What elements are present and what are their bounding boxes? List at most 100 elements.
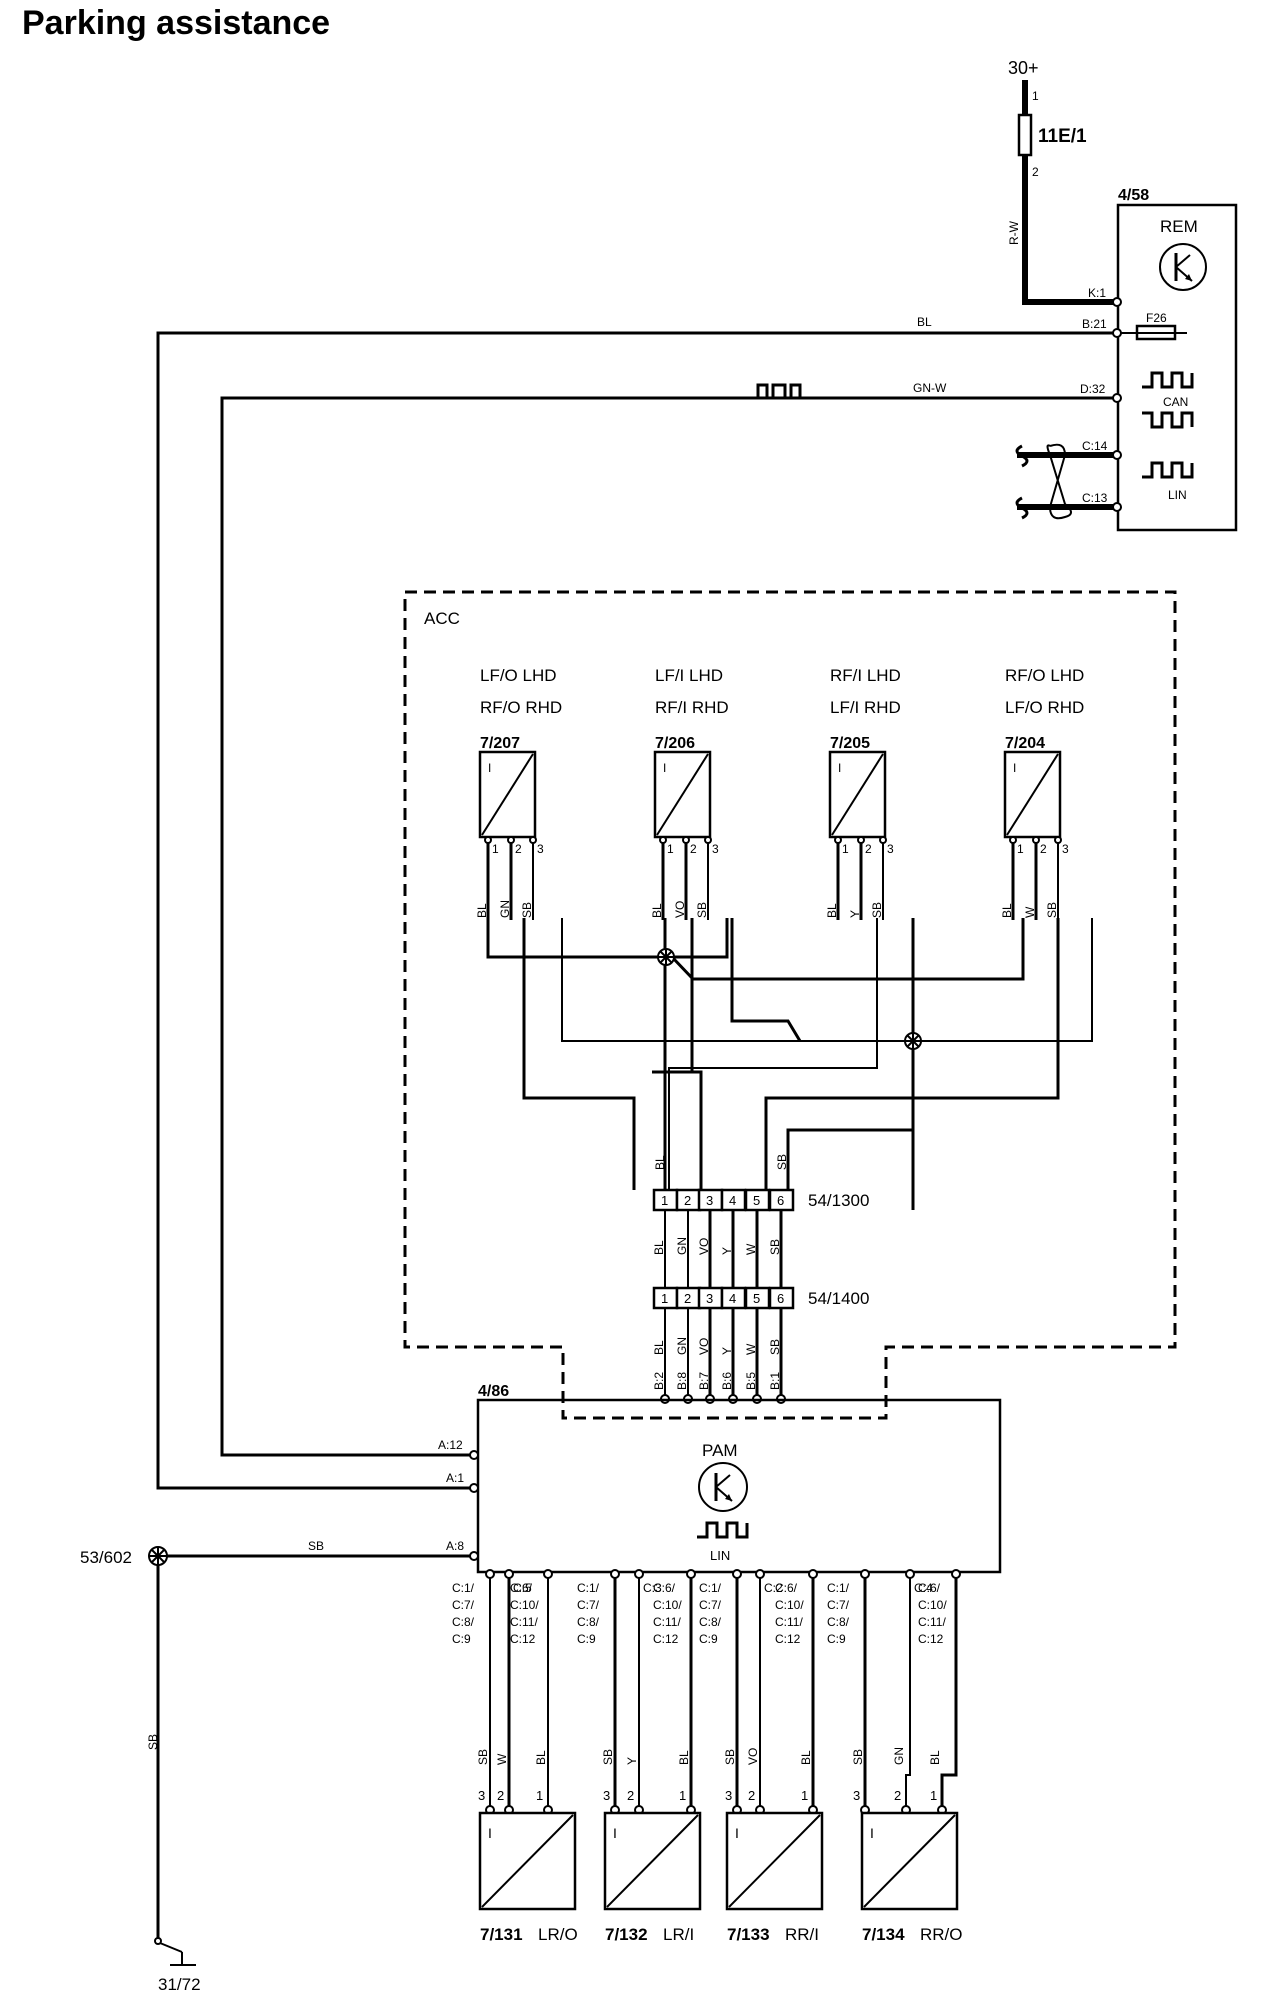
wire-label: SB [520, 902, 534, 918]
sensor-symbol-icon [728, 1814, 821, 1908]
sensor-pin-number: 3 [887, 842, 894, 856]
pam-c-pin-label: C:12 [653, 1632, 679, 1646]
sensor-position: RR/O [920, 1925, 963, 1944]
wire-label: BL [677, 1750, 691, 1765]
connector-pin-number: 5 [753, 1291, 760, 1306]
sensor-pin-number: 1 [536, 1788, 543, 1803]
lin-signal-icon [697, 1521, 749, 1539]
wire-label: W [1023, 906, 1037, 918]
sensor-pin-number: 2 [627, 1788, 634, 1803]
sensor-position: RR/I [785, 1925, 819, 1944]
sensor-position: LR/I [663, 1925, 694, 1944]
wire-label: BL [1000, 903, 1014, 918]
sensor-position-lhd: LF/I LHD [655, 666, 723, 685]
connector-id: 54/1400 [808, 1289, 869, 1308]
sensor-pin-number: 1 [1017, 842, 1024, 856]
pin-a8: A:8 [446, 1539, 464, 1553]
wire-label: SB [870, 902, 884, 918]
sensor-pin-number: 2 [515, 842, 522, 856]
sensor-pin-number: 3 [478, 1788, 485, 1803]
pam-c-pin-label: C:9 [452, 1632, 471, 1646]
pam-c-pin-label: C:12 [510, 1632, 536, 1646]
sensor-symbol-icon [481, 1814, 574, 1908]
wire-label: Y [720, 1247, 734, 1255]
wire-label-sb: SB [308, 1539, 324, 1553]
connector-pin-number: 4 [729, 1193, 736, 1208]
sensor-symbol-label: I [488, 1825, 492, 1841]
pam-c-pin-label: C:7/ [577, 1598, 600, 1612]
pam-c-pin-label: C:6/ [653, 1581, 676, 1595]
pam-c-pin-label: C:8/ [699, 1615, 722, 1629]
wire-label: SB [476, 1749, 490, 1765]
wire-label: GN [498, 900, 512, 918]
lin-label: LIN [1168, 488, 1187, 502]
can-signal-icon-wire [750, 383, 802, 400]
pam-c-pin-label: C:10/ [510, 1598, 539, 1612]
pam-c-pin-label: C:2 [764, 1581, 783, 1595]
sensor-id: 7/134 [862, 1925, 905, 1944]
pam-c-pin-label: C:5 [513, 1581, 532, 1595]
sensor-position: LR/O [538, 1925, 578, 1944]
pin-b21: B:21 [1082, 317, 1107, 331]
wire-label: BL [799, 1750, 813, 1765]
sensor-pin-number: 1 [801, 1788, 808, 1803]
sensor-symbol-label: I [613, 1825, 617, 1841]
sensor-position-rhd: LF/O RHD [1005, 698, 1084, 717]
pin-c14: C:14 [1082, 439, 1108, 453]
wire-label: Y [625, 1757, 639, 1765]
pam-c-pin-label: C:11/ [510, 1615, 538, 1629]
sensor-symbol-icon [656, 753, 709, 836]
sensor-id: 7/131 [480, 1925, 523, 1944]
pam-c-pin-label: C:11/ [653, 1615, 681, 1629]
fuse-f26-label: F26 [1146, 311, 1167, 325]
wire-label: W [744, 1343, 758, 1355]
pin-c13: C:13 [1082, 491, 1108, 505]
sensor-symbol-label: I [870, 1825, 874, 1841]
lin-signal-icon [1142, 461, 1194, 479]
supply-label: 30+ [1008, 58, 1039, 78]
connector-pin-number: 5 [753, 1193, 760, 1208]
pam-c-pin-label: C:4 [914, 1581, 933, 1595]
sensor-id: 7/207 [480, 735, 520, 752]
pam-c-pin-label: C:1/ [577, 1581, 600, 1595]
sensor-pin-number: 3 [712, 842, 719, 856]
wire-label: SB [851, 1749, 865, 1765]
rear-sensor: C:1/C:7/C:8/C:9C:3C:6/C:10/C:11/C:12SB3Y… [577, 1569, 702, 1944]
pam-pin-label: B:8 [675, 1372, 689, 1390]
pam-c-pin-label: C:8/ [577, 1615, 600, 1629]
sensor-id: 7/132 [605, 1925, 648, 1944]
rear-sensor: C:1/C:7/C:8/C:9C:4C:6/C:10/C:11/C:12SB3G… [827, 1569, 963, 1944]
can-label: CAN [1163, 395, 1188, 409]
wire-label: VO [673, 901, 687, 918]
sensor-pin-number: 2 [497, 1788, 504, 1803]
pam-c-pin-label: C:1/ [827, 1581, 850, 1595]
wire-label: BL [652, 1240, 666, 1255]
sensor-position-lhd: LF/O LHD [480, 666, 557, 685]
rear-sensor: C:1/C:7/C:8/C:9C:2C:6/C:10/C:11/C:12SB3V… [699, 1569, 824, 1944]
connector-pin-number: 1 [661, 1193, 668, 1208]
transistor-icon [1159, 243, 1207, 291]
sensor-id: 7/206 [655, 735, 695, 752]
wire-color-rw: R-W [1007, 220, 1021, 245]
pam-c-pin-label: C:10/ [775, 1598, 804, 1612]
ground-point-label: 31/72 [158, 1975, 201, 1994]
pam-c-pin-label: C:1/ [452, 1581, 475, 1595]
fuse-11e1-icon [1017, 113, 1033, 157]
sensor-symbol-icon [606, 1814, 699, 1908]
pam-c-pin-label: C:1/ [699, 1581, 722, 1595]
wire-label: BL [652, 1340, 666, 1355]
sensor-pin-number: 1 [930, 1788, 937, 1803]
sensor-pin-number: 1 [842, 842, 849, 856]
sensor-id: 7/205 [830, 735, 870, 752]
connector-id: 54/1300 [808, 1191, 869, 1210]
sensor-pin-number: 3 [537, 842, 544, 856]
wire-label-bl: BL [917, 315, 932, 329]
connector-pin-number: 2 [684, 1291, 691, 1306]
sensor-symbol-label: I [735, 1825, 739, 1841]
